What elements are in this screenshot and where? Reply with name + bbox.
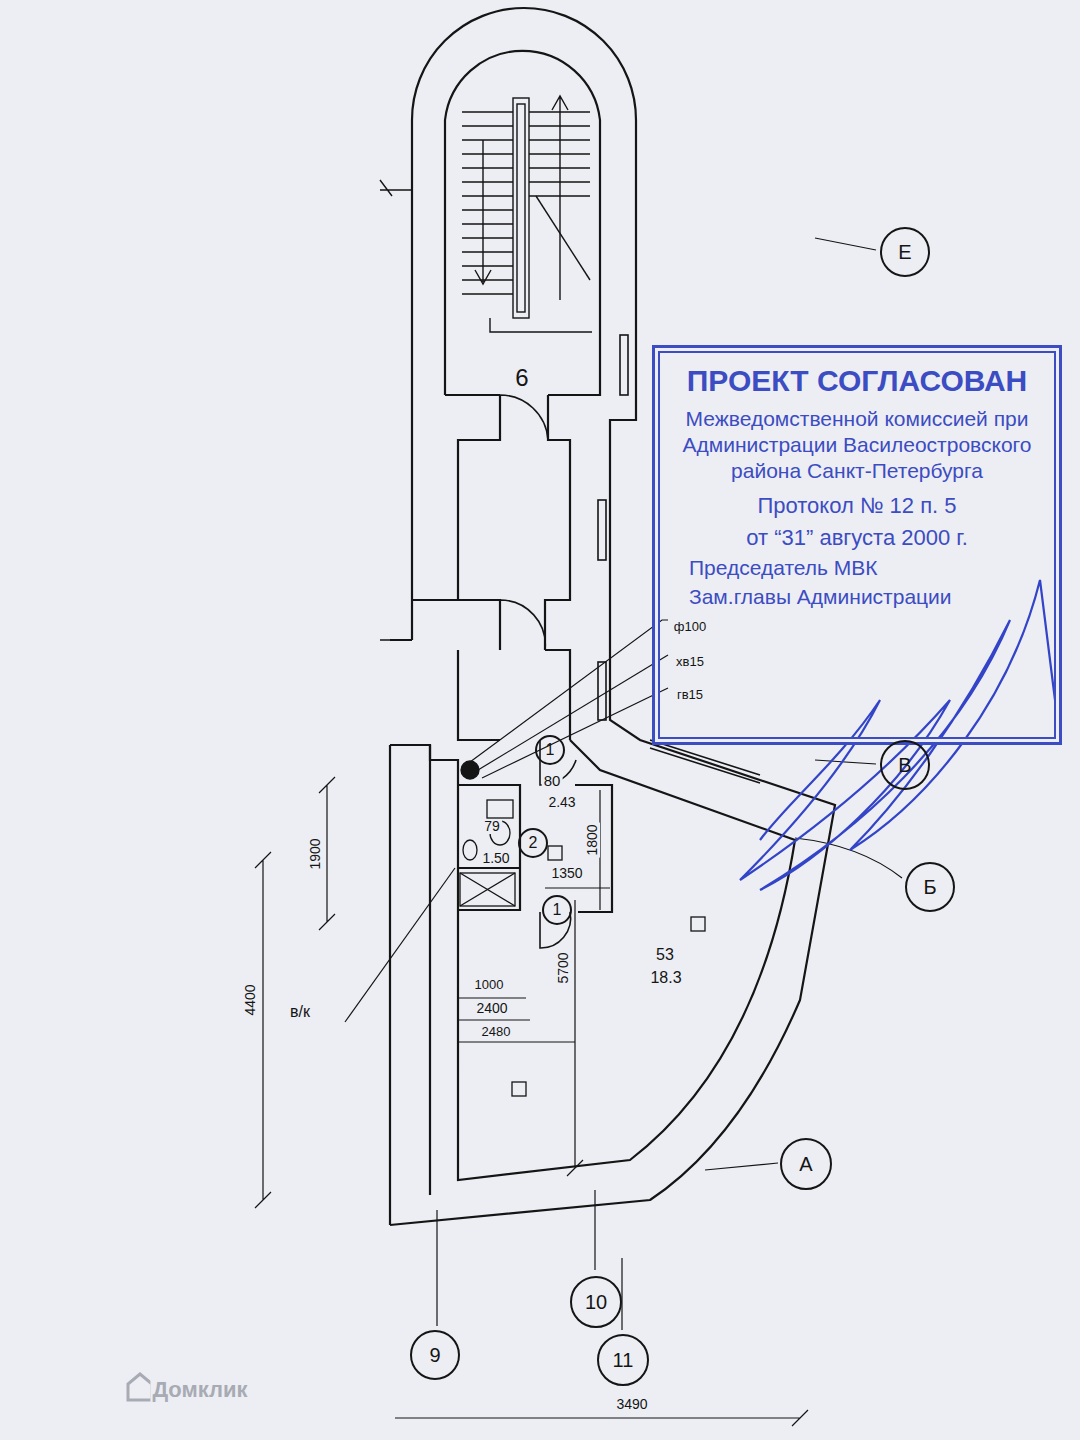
room-area: 1.50 — [480, 851, 511, 866]
marker-text: 9 — [429, 1344, 440, 1367]
stamp-text: Межведомственной комиссией при Администр… — [669, 406, 1045, 485]
stamp-text: от “31” августа 2000 г. — [669, 524, 1045, 552]
dimension-holder: 2400 — [474, 999, 509, 1017]
watermark-icon — [128, 1374, 152, 1400]
dimension: 3490 — [614, 1397, 649, 1412]
marker-text: Б — [923, 876, 936, 899]
stamp-text: Председатель МВК — [669, 555, 1045, 581]
room-number: 53 — [654, 946, 676, 964]
walls — [390, 8, 835, 1225]
axis-marker: Б — [905, 862, 955, 912]
dimension: 1000 — [473, 978, 506, 992]
dimension: 1350 — [549, 866, 584, 881]
callout-number: 2 — [518, 828, 548, 858]
dimension-holder: 5700 — [554, 950, 572, 985]
dimension-holder: 1800 — [583, 822, 601, 857]
stamp-text: ПРОЕКТ СОГЛАСОВАН — [669, 362, 1045, 400]
marker-text: В — [898, 754, 911, 777]
room-area-holder: 2.43 — [546, 793, 577, 811]
stamp-text: Протокол № 12 п. 5 — [669, 492, 1045, 520]
axis-marker: 11 — [597, 1334, 649, 1386]
axis-marker: 9 — [410, 1330, 460, 1380]
room-area: 2.43 — [546, 795, 577, 810]
stairs — [380, 96, 592, 640]
room-number-holder: 79 — [482, 817, 502, 835]
axis-marker: 10 — [570, 1276, 622, 1328]
dimension-lines — [255, 777, 808, 1426]
pipe-label-holder: гв15 — [675, 685, 705, 703]
room-number: 79 — [482, 819, 502, 834]
dimension-holder: 1350 — [549, 864, 584, 882]
callout-number: 1 — [535, 735, 565, 765]
pipe-label-holder: ф100 — [672, 617, 708, 635]
pipe-label: хв15 — [674, 655, 706, 669]
dimension-holder: 4400 — [241, 982, 259, 1017]
room-number-holder: 53 — [654, 946, 676, 964]
pipe-label: гв15 — [675, 688, 705, 702]
marker-text: 1 — [546, 741, 555, 759]
dimension-holder: 1000 — [473, 975, 506, 993]
dimension: 2480 — [480, 1025, 513, 1039]
signature — [740, 580, 1055, 890]
dimension: 1800 — [585, 822, 600, 857]
callout-number: 1 — [542, 895, 572, 925]
pipe-label: ф100 — [672, 620, 708, 634]
axis-marker: В — [880, 740, 930, 790]
fixtures — [460, 761, 705, 1096]
room-number: 80 — [542, 773, 563, 790]
dimension: 2400 — [474, 1001, 509, 1016]
dimension-holder: 3490 — [614, 1395, 649, 1413]
marker-text: Е — [898, 241, 911, 264]
pipe-label-holder: хв15 — [674, 652, 706, 670]
leader-lines — [345, 238, 902, 1330]
dimension-holder: 1900 — [306, 836, 324, 871]
dimension: 1900 — [308, 836, 323, 871]
marker-text: 10 — [585, 1291, 607, 1314]
room-area-holder: 1.50 — [480, 849, 511, 867]
room-number: 6 — [513, 365, 530, 391]
marker-text: 11 — [613, 1349, 634, 1372]
axis-marker: А — [780, 1138, 832, 1190]
room-area-holder: 18.3 — [648, 969, 683, 987]
watermark-holder: Домклик — [150, 1378, 249, 1402]
dimension: 5700 — [556, 950, 571, 985]
riser-label-holder: в/к — [288, 1003, 312, 1021]
watermark: Домклик — [150, 1378, 249, 1402]
riser-label: в/к — [288, 1003, 312, 1021]
dimension-holder: 2480 — [480, 1022, 513, 1040]
dimension: 4400 — [243, 982, 258, 1017]
approval-stamp: ПРОЕКТ СОГЛАСОВАН Межведомственной комисс… — [652, 345, 1062, 745]
room-number-holder: 6 — [513, 365, 530, 391]
marker-text: 2 — [529, 834, 538, 852]
marker-text: 1 — [553, 901, 562, 919]
stamp-text: Зам.главы Администрации — [669, 584, 1045, 610]
marker-text: А — [799, 1153, 812, 1176]
room-area: 18.3 — [648, 969, 683, 987]
room-number-holder: 80 — [542, 772, 563, 790]
axis-marker: Е — [880, 227, 930, 277]
